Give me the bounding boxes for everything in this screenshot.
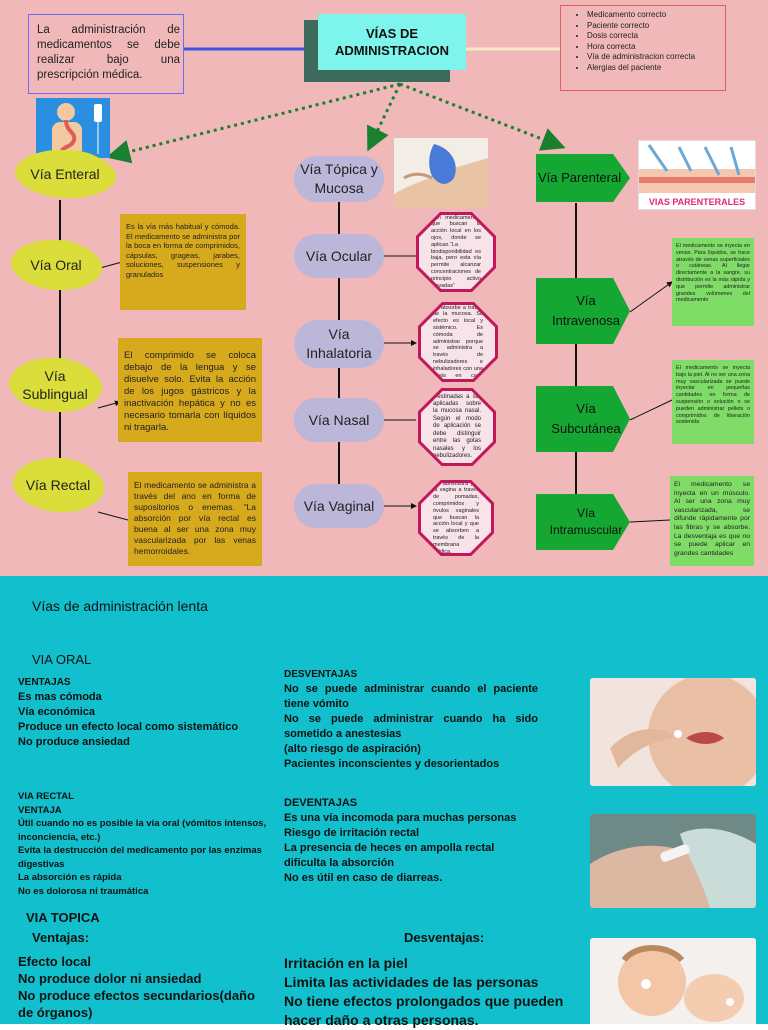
- intro-note: La administración de medicamentos se deb…: [28, 14, 184, 94]
- rectal-desventaja-item: Riesgo de irritación rectal: [284, 827, 420, 839]
- oral-desventaja-item: (alto riesgo de aspiración): [284, 743, 421, 755]
- page-title: VÍAS DE ADMINISTRACION: [318, 14, 466, 70]
- rectal-ventaja-item: La absorción es rápida: [18, 872, 122, 883]
- oral-desventaja-item: Pacientes inconscientes y desorientados: [284, 758, 500, 770]
- topica-desventaja-item: No tiene efectos prolongados que pueden …: [284, 993, 564, 1028]
- desc-via-inhalatoria: El principio activo se absorbe a través …: [418, 302, 498, 382]
- topica-title: VIA TOPICA: [26, 910, 100, 925]
- node-via-oral: Vía Oral: [14, 242, 98, 288]
- bottom-heading: Vías de administración lenta: [32, 598, 208, 614]
- topical-baby-photo: [590, 938, 756, 1024]
- node-via-subcutanea: Vía Subcutánea: [536, 386, 630, 452]
- topica-ventajas-title: Ventajas:: [32, 930, 90, 945]
- rights-checklist: Medicamento correcto Paciente correcto D…: [560, 5, 726, 91]
- topica-ventaja-item: Efecto local: [18, 954, 91, 969]
- node-via-vaginal: Vía Vaginal: [294, 484, 384, 528]
- desc-via-vaginal-text: Se administra por la vagina a través de …: [433, 480, 479, 555]
- checklist-item: Alergias del paciente: [587, 63, 725, 74]
- node-via-topica: Vía Tópica y Mucosa: [294, 156, 384, 202]
- rectal-desventajas: DEVENTAJAS Es una vía incomoda para much…: [284, 796, 538, 886]
- oral-desventaja-item: No se puede administrar cuando el pacien…: [284, 683, 538, 710]
- node-via-parenteral: Vía Parenteral: [536, 154, 630, 202]
- oral-title: VIA ORAL: [32, 652, 92, 667]
- desc-via-inhalatoria-text: El principio activo se absorbe a través …: [433, 304, 483, 379]
- topica-ventaja-item: No produce efectos secundarios(daño de ó…: [18, 988, 255, 1020]
- checklist-item: Vía de administracion correcta: [587, 52, 725, 63]
- oral-medication-photo: [590, 678, 756, 786]
- parenteral-banner-label: VIAS PARENTERALES: [648, 197, 746, 207]
- topica-desventaja-item: Irritación en la piel: [284, 955, 408, 971]
- desc-via-oral: Es la vía más habitual y cómoda. El medi…: [120, 214, 246, 310]
- topica-ventaja-item: No produce dolor ni ansiedad: [18, 971, 202, 986]
- desc-via-subcutanea: El medicamento se inyecta bajo la piel. …: [672, 360, 754, 444]
- checklist-item: Hora correcta: [587, 42, 725, 53]
- checklist-item: Dosis correcta: [587, 31, 725, 42]
- oral-desventajas-title: DESVENTAJAS: [284, 669, 358, 680]
- rectal-ventajas-title: VENTAJA: [18, 804, 62, 816]
- topica-ventajas: Efecto local No produce dolor ni ansieda…: [18, 953, 270, 1021]
- rectal-ventaja-item: No es dolorosa ni traumática: [18, 885, 149, 897]
- rectal-desventaja-item: No es útil en caso de diarreas.: [284, 872, 443, 884]
- desc-via-nasal-text: Destinadas a ser aplicadas sobre la muco…: [433, 393, 481, 459]
- rectal-ventaja-item: Evita la destrucción del medicamento por…: [18, 845, 262, 870]
- oral-ventaja-item: Produce un efecto local como sistemático: [18, 721, 239, 733]
- node-via-ocular: Vía Ocular: [294, 234, 384, 278]
- desc-via-vaginal: Se administra por la vagina a través de …: [418, 480, 494, 556]
- desc-via-nasal: Destinadas a ser aplicadas sobre la muco…: [418, 388, 496, 466]
- desc-via-sublingual: El comprimido se coloca debajo de la len…: [118, 338, 262, 442]
- topica-desventajas-title: Desventajas:: [404, 930, 485, 945]
- node-via-rectal: Vía Rectal: [16, 460, 100, 510]
- checklist-item: Medicamento correcto: [587, 10, 725, 21]
- rectal-title: VIA RECTAL: [18, 791, 74, 802]
- checklist-item: Paciente correcto: [587, 21, 725, 32]
- oral-desventajas: DESVENTAJAS No se puede administrar cuan…: [284, 668, 538, 772]
- desc-via-ocular-text: Son medicamentos que buscan la acción lo…: [431, 214, 481, 289]
- topica-desventaja-item: Limita las actividades de las personas: [284, 974, 539, 990]
- node-via-intravenosa: Vía Intravenosa: [536, 278, 630, 344]
- oral-ventajas-title: VENTAJAS: [18, 677, 71, 688]
- oral-desventaja-item: No se puede administrar cuando ha sido s…: [284, 713, 538, 740]
- rectal-procedure-photo: [590, 814, 756, 908]
- rectal-desventaja-item: La presencia de heces en ampolla rectal …: [284, 842, 495, 869]
- desc-via-intravenosa: El medicamento se inyecta en venas. Para…: [672, 238, 754, 326]
- oral-ventaja-item: Vía económica: [18, 706, 96, 718]
- oral-ventaja-item: No produce ansiedad: [18, 736, 130, 748]
- parenteral-routes-banner: VIAS PARENTERALES: [638, 140, 756, 210]
- node-via-nasal: Vía Nasal: [294, 398, 384, 442]
- desc-via-rectal: El medicamento se administra a través de…: [128, 472, 262, 566]
- digestive-system-illustration: [36, 98, 110, 158]
- desc-via-ocular: Son medicamentos que buscan la acción lo…: [416, 212, 496, 292]
- oral-ventajas: VENTAJAS Es mas cómoda Vía económica Pro…: [18, 676, 268, 750]
- rectal-ventajas: VIA RECTAL VENTAJA Útil cuando no es pos…: [18, 790, 268, 898]
- oral-ventaja-item: Es mas cómoda: [18, 691, 102, 703]
- node-via-inhalatoria: Vía Inhalatoria: [294, 320, 384, 368]
- node-via-enteral: Vía Enteral: [18, 152, 112, 196]
- node-via-intramuscular: Vía Intramuscular: [536, 494, 630, 550]
- node-via-sublingual: Vía Sublingual: [12, 360, 98, 410]
- rectal-ventaja-item: Útil cuando no es posible la vía oral (v…: [18, 818, 267, 843]
- topica-desventajas: Irritación en la piel Limita las activid…: [284, 954, 584, 1030]
- topical-application-photo: [394, 138, 488, 208]
- rectal-desventajas-title: DEVENTAJAS: [284, 797, 358, 809]
- desc-via-intramuscular: El medicamento se inyecta en un músculo.…: [670, 476, 754, 566]
- rectal-desventaja-item: Es una vía incomoda para muchas personas: [284, 812, 517, 824]
